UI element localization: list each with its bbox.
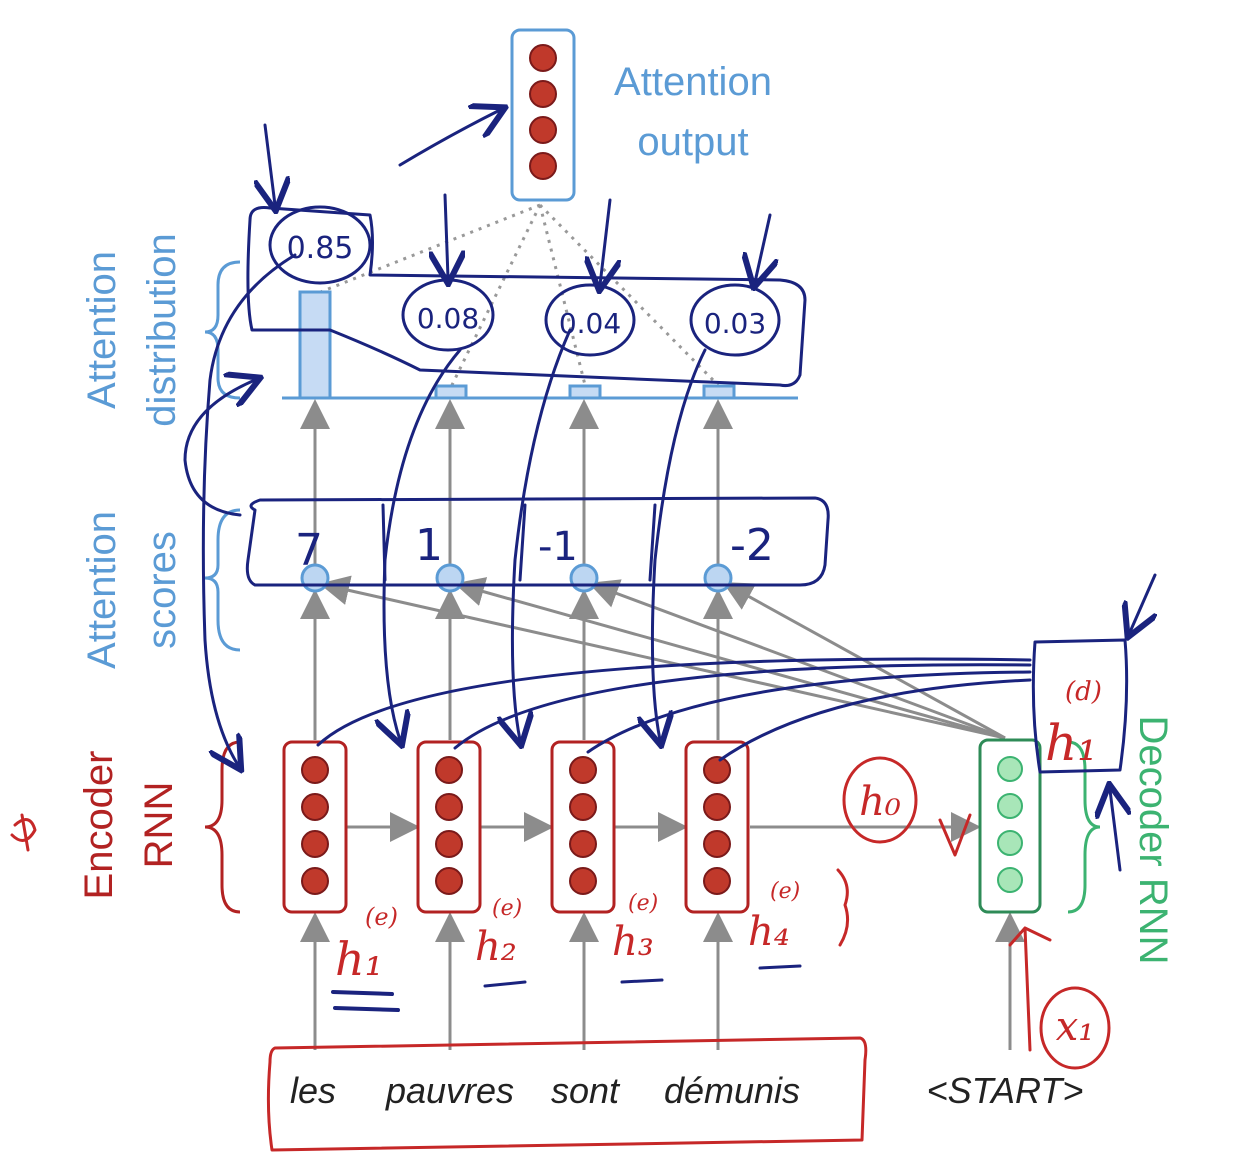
score-value-1: 7 [295,525,323,576]
source-word-4: démunis [664,1070,800,1111]
handwritten-red-annotations: h₁ (e) h₂ (e) h₃ (e) h₄ (e) h₁ (d) h₀ x₁ [266,677,1111,1152]
source-word-2: pauvres [385,1070,514,1111]
probability-value-3: 0.04 [559,307,621,340]
handwritten-annotations: 7 1 -1 -2 0.85 0.08 0.04 0.03 [10,110,1155,872]
attention-distribution-bars [282,290,798,400]
attention-output-label-1: Attention [614,60,772,104]
probability-value-2: 0.08 [417,302,479,335]
score-value-3: -1 [538,524,578,570]
weighted-sum-dotted-lines [317,203,720,387]
distribution-brace [204,260,241,400]
encoder-label-2: RNN [137,782,181,869]
attention-scores-label-2: scores [140,531,184,649]
attention-scores-label-1: Attention [80,511,124,669]
encoder-state-1-superscript: (e) [365,903,398,931]
encoder-state-2: h₂ [475,924,517,970]
encoder-state-1: h₁ [335,932,383,986]
attention-score-nodes [300,563,733,593]
encoder-state-4: h₄ [748,909,790,955]
attention-distribution-label-1: Attention [80,251,124,409]
source-word-3: sont [551,1070,621,1111]
score-value-4: -2 [730,520,774,571]
attention-output-vector [510,28,576,202]
vertical-flow-arrows [300,399,1025,1050]
probability-value-4: 0.03 [704,307,766,340]
encoder-label-1: Encoder [77,751,121,900]
score-value-2: 1 [415,520,443,571]
decoder-state: h₁ [1045,714,1097,772]
encoder-state-2-superscript: (e) [492,896,522,921]
attention-distribution-label-2: distribution [140,233,184,426]
decoder-input-word: <START> [927,1070,1084,1111]
decoder-input-x1: x₁ [1056,1004,1095,1050]
encoder-state-3: h₃ [612,919,654,965]
decoder-rnn-cell [978,738,1042,914]
initial-state-h0: h₀ [859,779,901,825]
decoder-label: Decoder RNN [1131,716,1175,965]
decoder-state-superscript: (d) [1065,677,1102,707]
encoder-rnn-cells [282,740,750,914]
probability-value-1: 0.85 [287,231,354,266]
encoder-state-4-superscript: (e) [770,879,800,904]
attention-output-label-2: output [637,120,748,164]
decoder-brace [1067,740,1101,914]
scores-brace [204,508,241,652]
encoder-state-3-superscript: (e) [628,891,658,916]
source-word-1: les [290,1070,336,1111]
encoder-brace [204,740,241,914]
